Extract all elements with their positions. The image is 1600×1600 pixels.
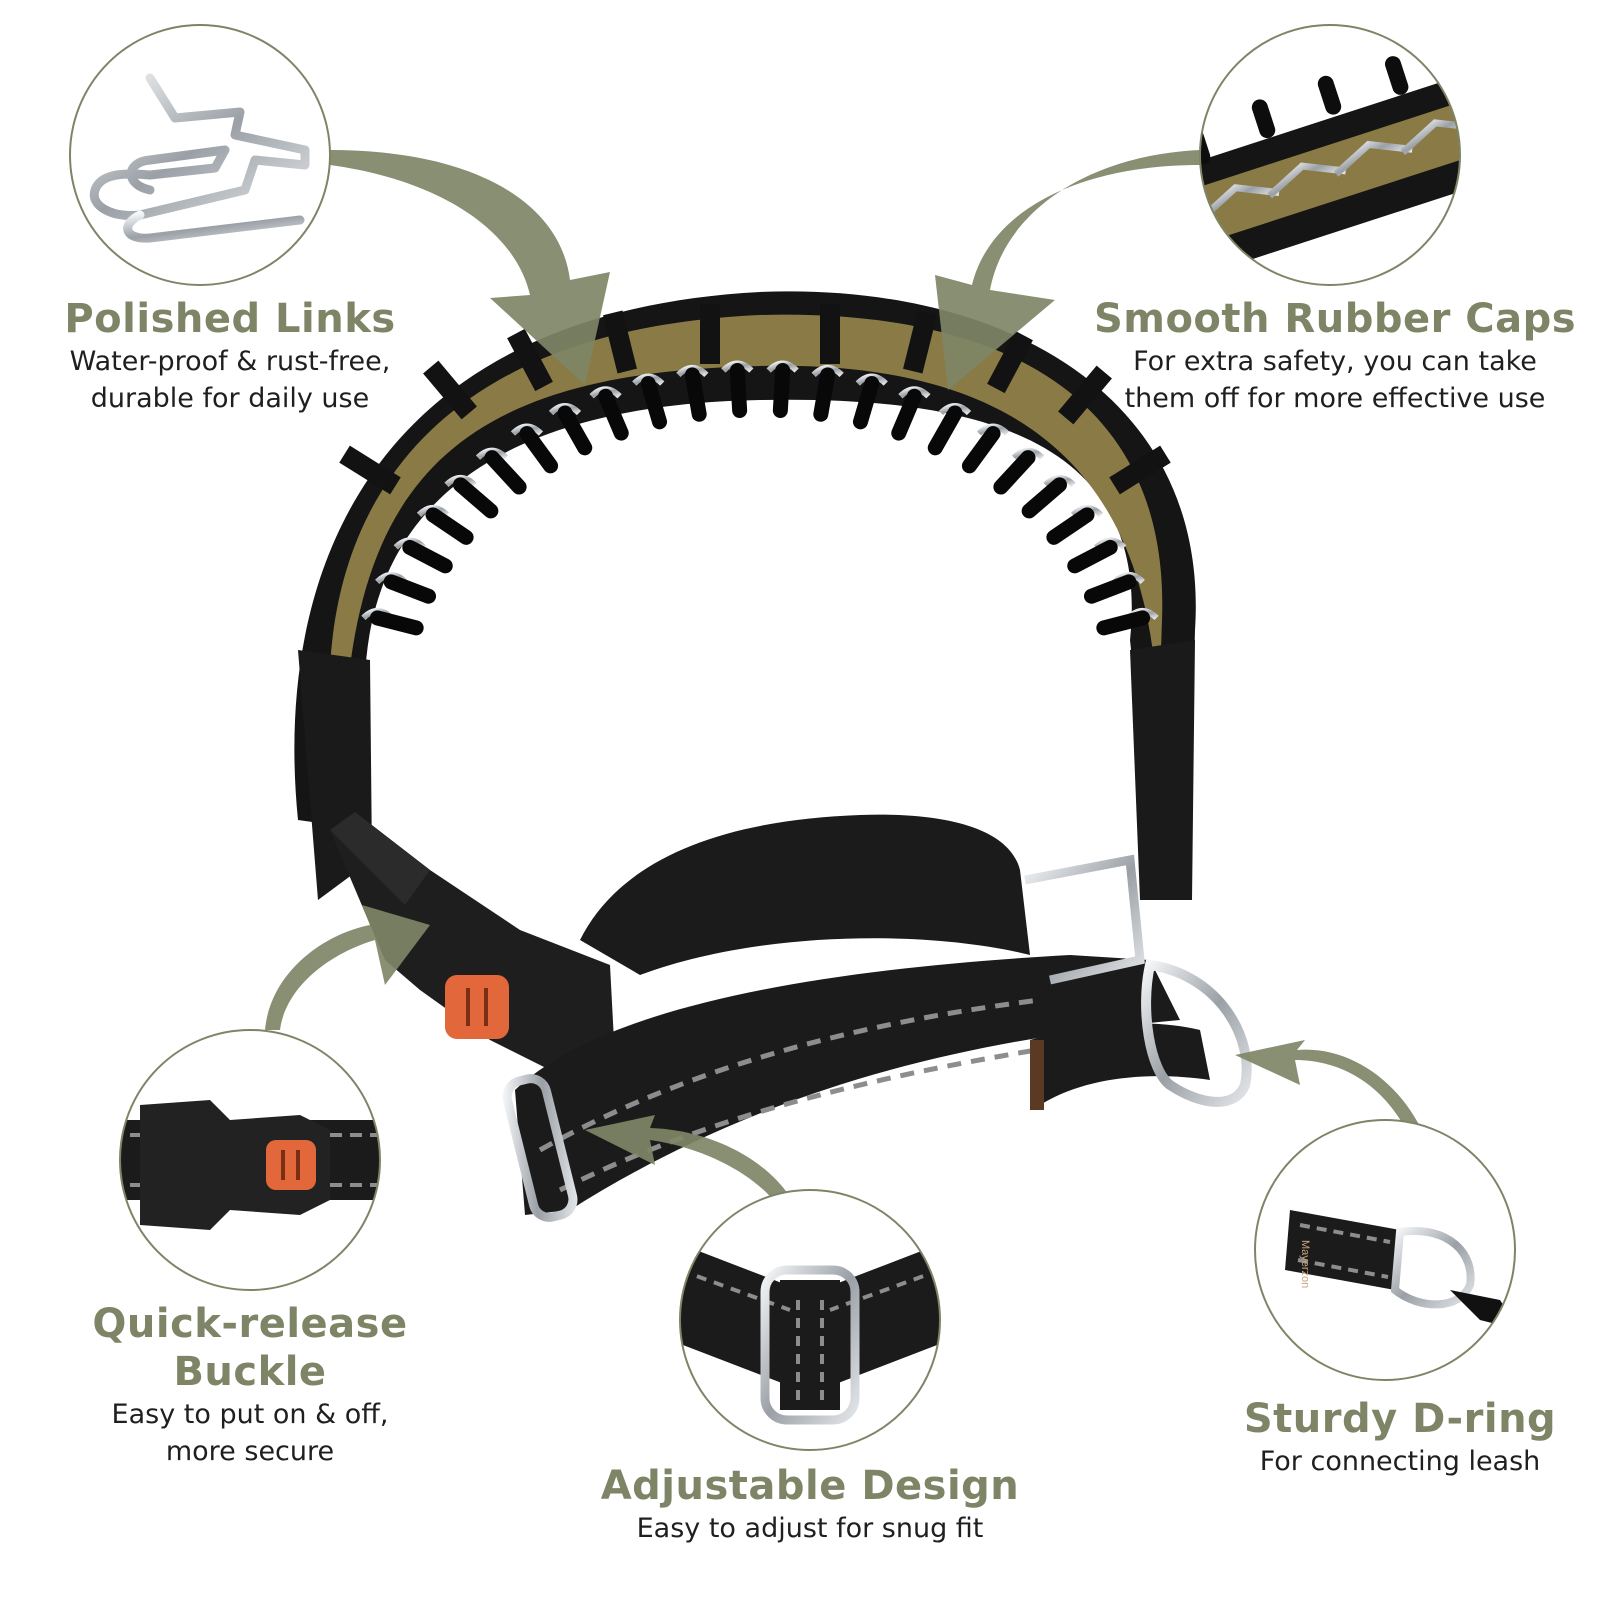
callout-buckle: Quick-release Buckle Easy to put on & of… [10,1300,490,1470]
rubber-cap [1021,477,1067,519]
arrow-adjust [585,1115,805,1230]
collar-right-end [1130,640,1195,900]
polished-links-desc-2: durable for daily use [90,383,370,414]
rubber-cap [640,375,668,430]
rubber-cap [519,426,559,474]
rubber-cap [729,363,748,418]
rubber-cap [598,388,629,441]
rubber-cap [383,574,437,604]
adjustable-title: Adjustable Design [600,1463,1020,1509]
rubber-caps-title: Smooth Rubber Caps [1093,296,1577,342]
buckle-desc-1: Easy to put on & off, [111,1399,389,1430]
callout-adjustable: Adjustable Design Easy to adjust for snu… [570,1462,1050,1547]
detail-circle-caps [1199,24,1461,286]
detail-circle-buckle [119,1029,381,1291]
collar-buckle [330,812,615,1075]
slider-buckle-icon [680,1240,940,1425]
callout-d-ring: Sturdy D-ring For connecting leash [1210,1395,1590,1480]
rubber-cap [813,367,836,422]
rubber-cap [369,610,424,636]
rubber-cap [927,405,963,456]
rubber-caps-desc-2: them off for more effective use [1124,383,1546,414]
buckle-icon [120,1100,380,1230]
rubber-cap-icon [1200,56,1460,279]
metal-link-icon [89,73,310,243]
rubber-cap [1046,507,1095,545]
detail-circle-adjust [679,1189,941,1451]
rubber-cap [852,375,880,430]
rubber-cap [484,450,527,495]
rubber-cap [1096,610,1151,636]
rubber-cap [1067,539,1118,574]
lining-straps [339,304,1171,495]
rubber-cap [557,405,593,456]
rubber-cap [891,388,922,441]
rubber-cap [453,477,499,519]
martingale-loop [502,814,1252,1222]
polished-links-desc-1: Water-proof & rust-free, [69,346,391,377]
prong-ring [361,360,1159,636]
detail-circle-dring [1254,1119,1516,1381]
buckle-desc-2: more secure [165,1436,335,1467]
rubber-cap [1083,574,1137,604]
brand-tag: Mayerzon [1299,1240,1311,1288]
rubber-cap [961,426,1001,474]
polished-links-title: Polished Links [64,296,396,342]
rubber-cap [684,367,707,422]
detail-circle-links [69,24,331,286]
collar-main [294,291,1252,1222]
rubber-cap [993,450,1036,495]
arrow-caps [935,150,1200,390]
buckle-title: Quick-release Buckle [92,1301,408,1395]
arrow-buckle [265,905,430,1030]
rubber-cap [425,507,474,545]
adjustable-desc-1: Easy to adjust for snug fit [636,1513,984,1544]
callout-arrows [265,150,1435,1230]
rubber-caps-desc-1: For extra safety, you can take [1133,346,1537,377]
rubber-cap [402,539,453,574]
callout-polished-links: Polished Links Water-proof & rust-free, … [20,295,440,417]
d-ring-title: Sturdy D-ring [1243,1396,1557,1442]
arrow-links [330,150,610,385]
rubber-cap [772,363,791,418]
callout-rubber-caps: Smooth Rubber Caps For extra safety, you… [1090,295,1580,417]
arrow-dring [1235,1040,1435,1165]
d-ring-desc-1: For connecting leash [1259,1446,1541,1477]
